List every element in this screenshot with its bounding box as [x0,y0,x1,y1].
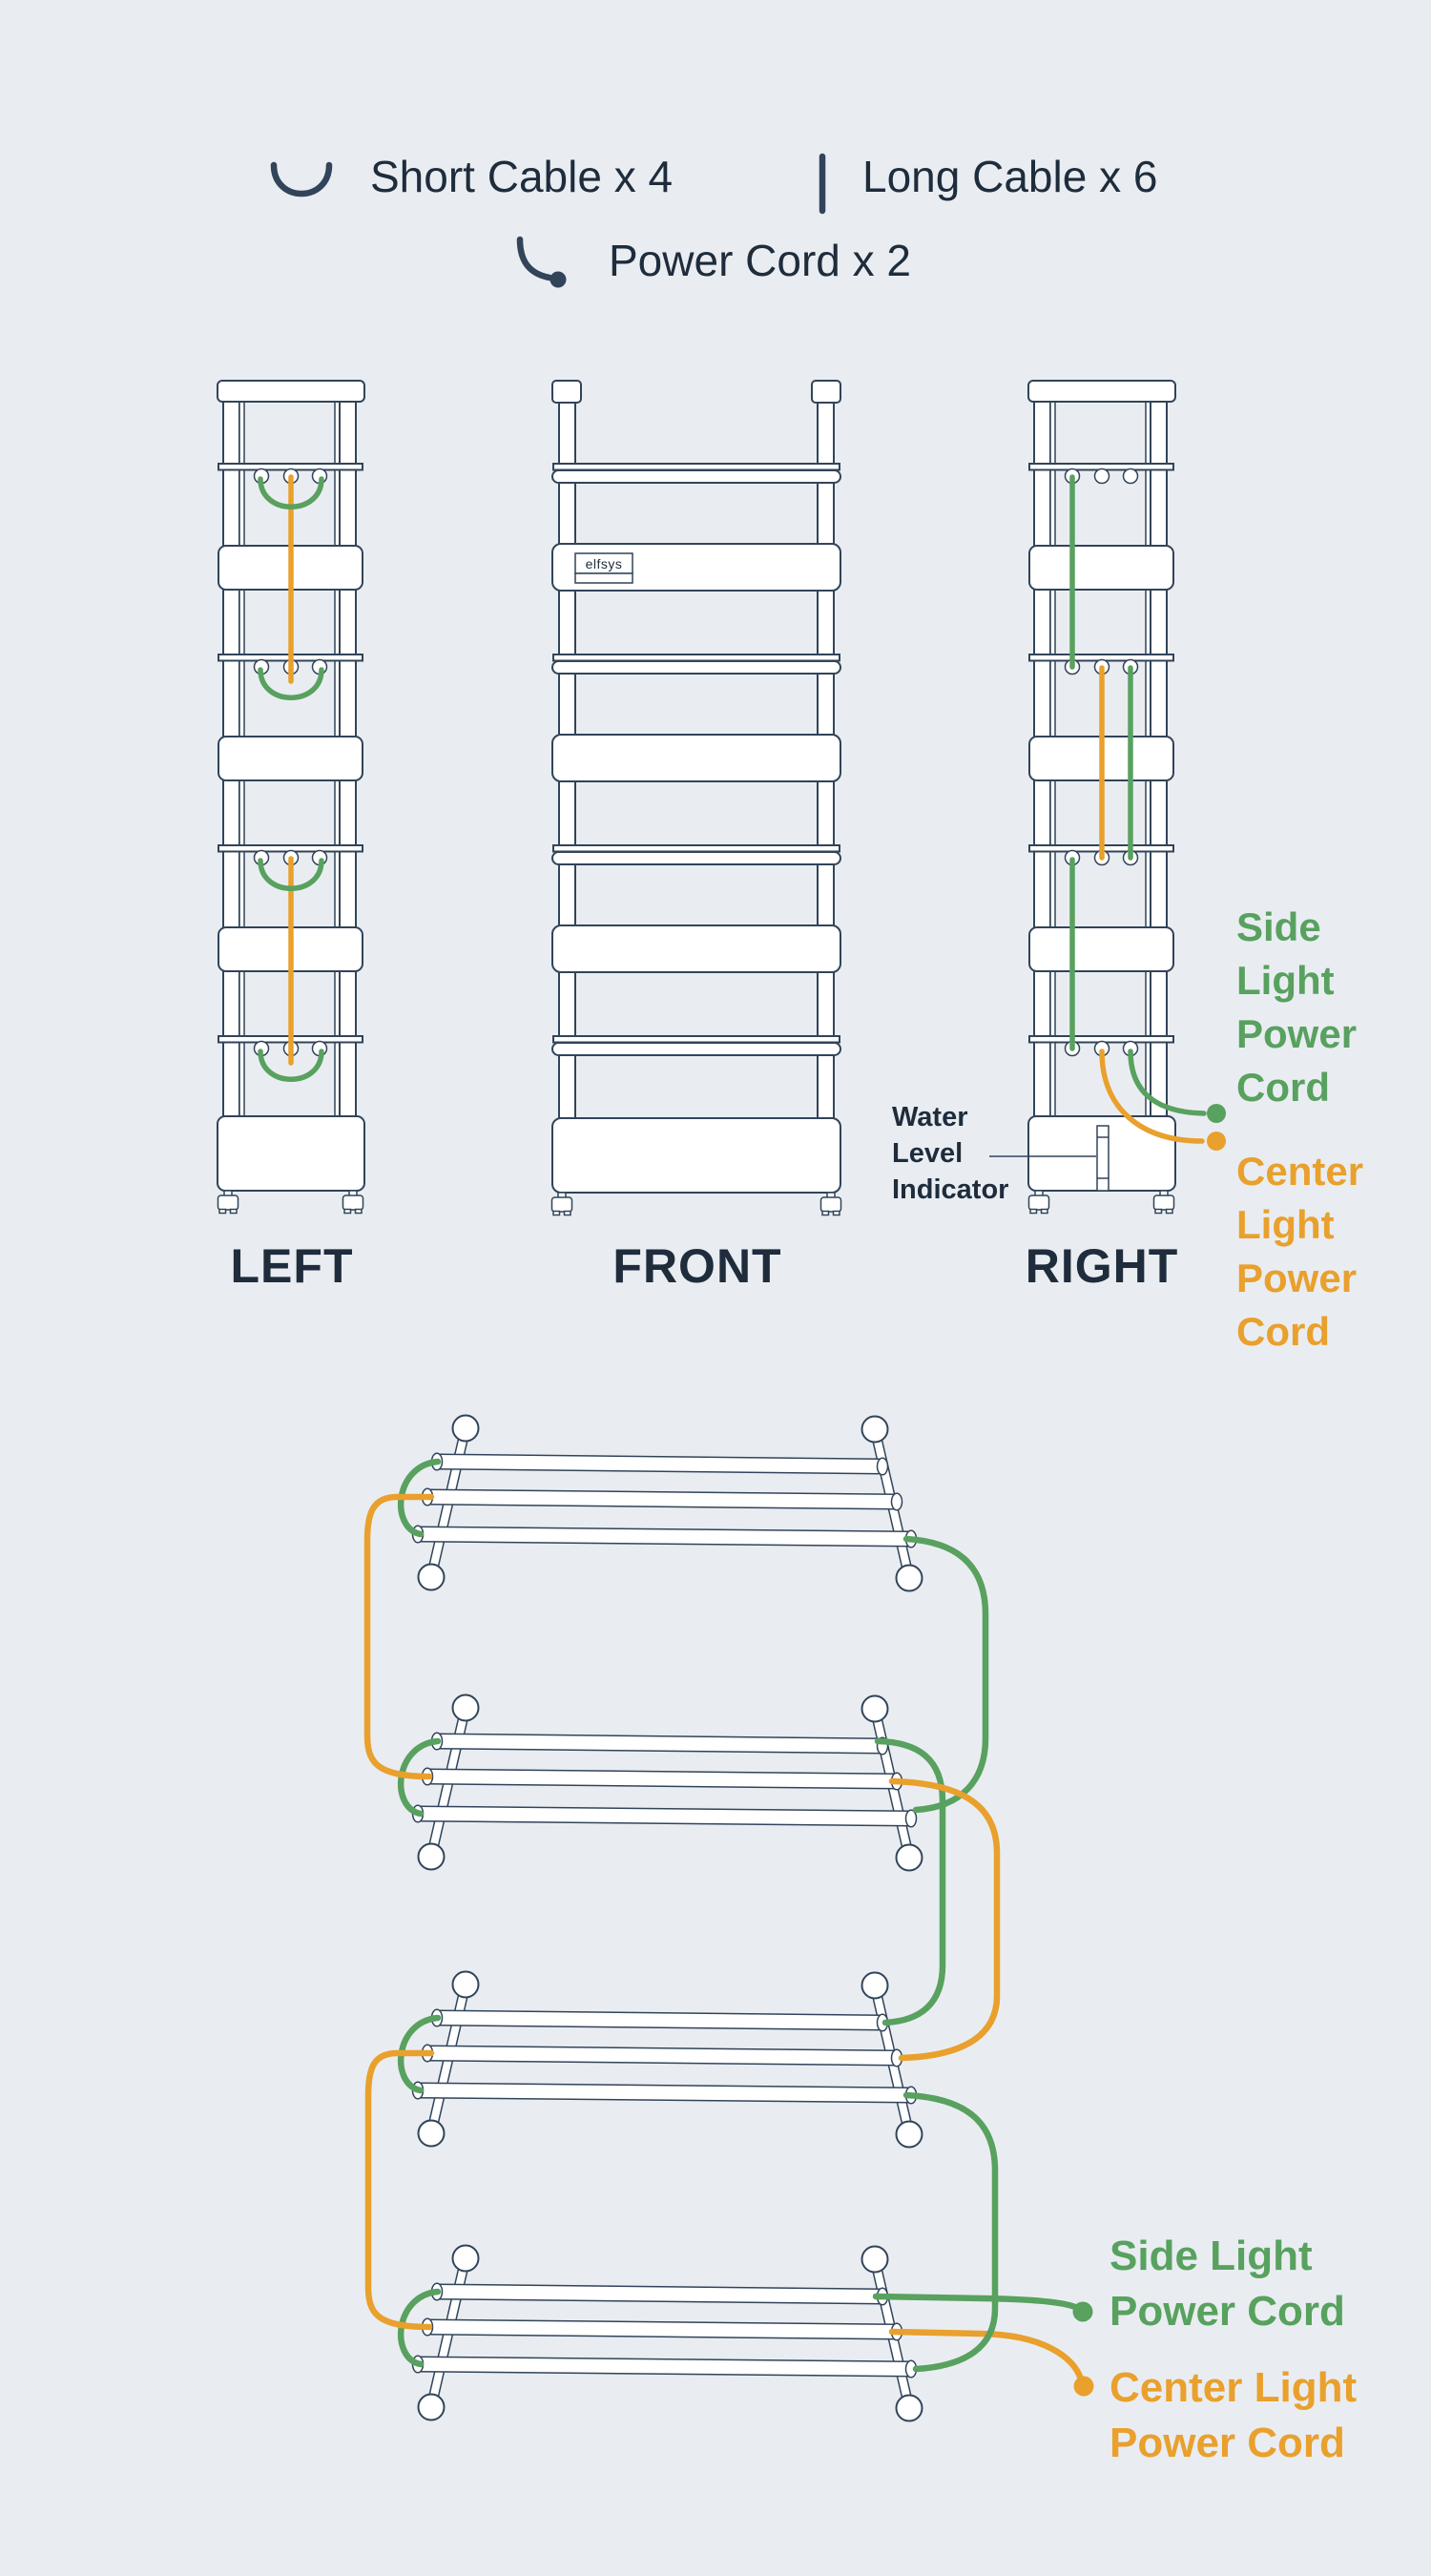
label-line: Cord [1236,1065,1330,1110]
shelf-layer-3 [401,1972,922,2148]
shelf-layer-4 [401,2246,922,2421]
label-line: Power [1236,1256,1358,1300]
right-view-cables [1069,474,1226,1151]
water-label-line: Level [892,1138,964,1169]
side-light-power-cord [872,2293,1083,2313]
orthographic-views-drawing: elfsys [217,380,1226,1216]
label-line: Center [1236,1149,1364,1194]
power-cord-icon [516,236,567,288]
shelf-layer-2 [401,1695,922,1871]
center-power-plug-dot [1073,2376,1094,2397]
caster-wheel [819,1192,842,1216]
center-light-power-cord [1099,1049,1205,1144]
side-power-plug-dot [1072,2301,1093,2322]
label-line: Light [1236,958,1335,1003]
shelf-layer-1 [401,1416,922,1591]
short-cable-icon [270,161,333,197]
side-power-plug-dot [1207,1104,1226,1123]
center-power-plug-dot [1207,1132,1226,1151]
front-light-bars [551,463,841,1056]
caster-wheel [1152,1190,1175,1215]
front-view-label: FRONT [612,1239,782,1293]
label-line: Cord [1236,1309,1330,1354]
short-cable-label: Short Cable x 4 [370,152,674,201]
shelf-wiring-diagram [363,1336,1094,2576]
water-label-line: Indicator [892,1174,1009,1205]
front-view: elfsys [550,380,842,1216]
caster-wheel [550,1192,573,1216]
label-line: Light [1236,1202,1335,1247]
water-level-indicator-label: Water Level Indicator [892,1099,1035,1208]
label-line: Side [1236,904,1321,949]
water-label-line: Water [892,1102,968,1132]
right-view [989,380,1226,1215]
side-light-power-cord-label: Side Light Power Cord [1236,901,1357,1114]
label-line: Power [1236,1011,1358,1056]
left-view-label: LEFT [230,1239,354,1293]
label-line: Side Light [1110,2233,1313,2279]
label-line: Power Cord [1110,2420,1345,2466]
brand-plate: elfsys [574,552,633,584]
bottom-center-light-label: Center Light Power Cord [1110,2360,1357,2471]
power-cord-label: Power Cord x 2 [609,236,912,285]
side-light-cabling [874,1535,989,2026]
right-view-label: RIGHT [1025,1239,1179,1293]
center-light-power-cord-label: Center Light Power Cord [1236,1145,1363,1359]
left-view-cables [258,474,324,1082]
label-line: Power Cord [1110,2288,1345,2335]
side-light-power-cord [1128,1049,1207,1116]
caster-wheel [342,1190,364,1215]
brand-logo: elfsys [586,556,623,571]
left-view [217,380,365,1215]
center-light-cabling [363,1493,1085,2383]
long-cable-icon [819,153,826,215]
long-cable-label: Long Cable x 6 [862,152,1158,201]
bottom-side-light-label: Side Light Power Cord [1110,2229,1345,2339]
caster-wheel [217,1190,239,1215]
label-line: Center Light [1110,2364,1358,2411]
water-level-indicator [989,1125,1110,1192]
